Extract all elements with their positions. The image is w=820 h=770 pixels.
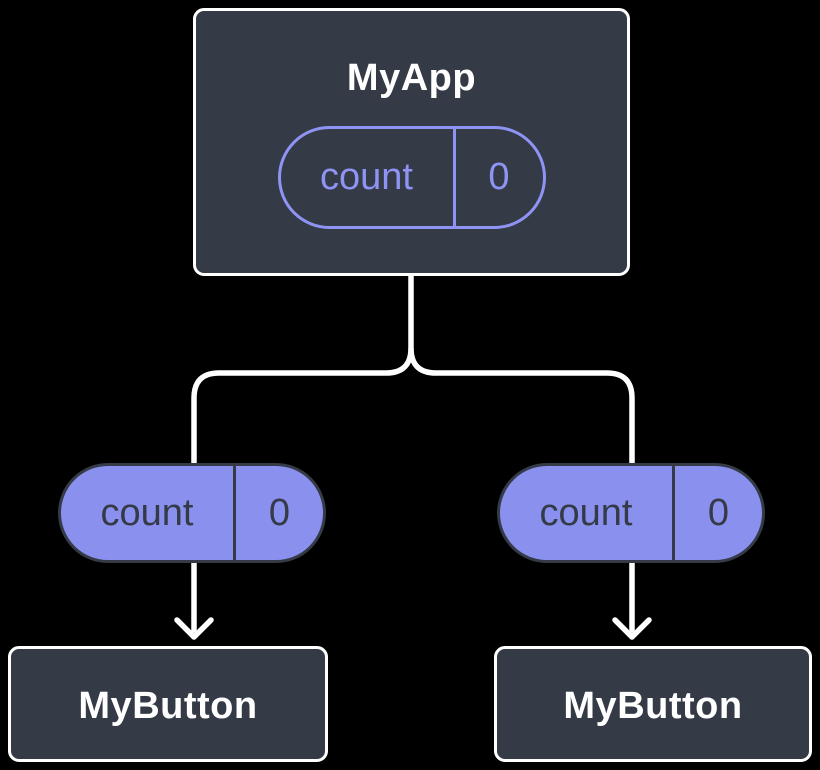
root-component-title: MyApp [346,57,477,99]
arrow-down-icon [612,558,652,640]
prop-key-label: count [539,491,633,534]
connector-root-to-right-pill [408,347,635,463]
child-component-title: MyButton [563,684,743,727]
pill-divider [452,129,456,226]
left-prop-pill: count 0 [58,463,326,563]
pill-divider [672,466,675,560]
root-state-pill: count 0 [277,126,546,229]
arrow-head [174,617,214,640]
arrow-down-icon [174,558,214,640]
state-value-label: 0 [488,156,510,198]
right-child-component-box: MyButton [494,646,812,762]
pill-divider [233,466,236,560]
root-component-box: MyApp count 0 [193,8,630,276]
connector-root-to-left-pill [191,274,414,463]
child-component-title: MyButton [78,684,258,727]
prop-value-label: 0 [707,491,730,534]
prop-value-label: 0 [268,491,291,534]
arrow-head [612,617,652,640]
state-key-label: count [320,156,413,198]
prop-key-label: count [100,491,194,534]
left-child-component-box: MyButton [8,646,328,762]
right-prop-pill: count 0 [497,463,765,563]
